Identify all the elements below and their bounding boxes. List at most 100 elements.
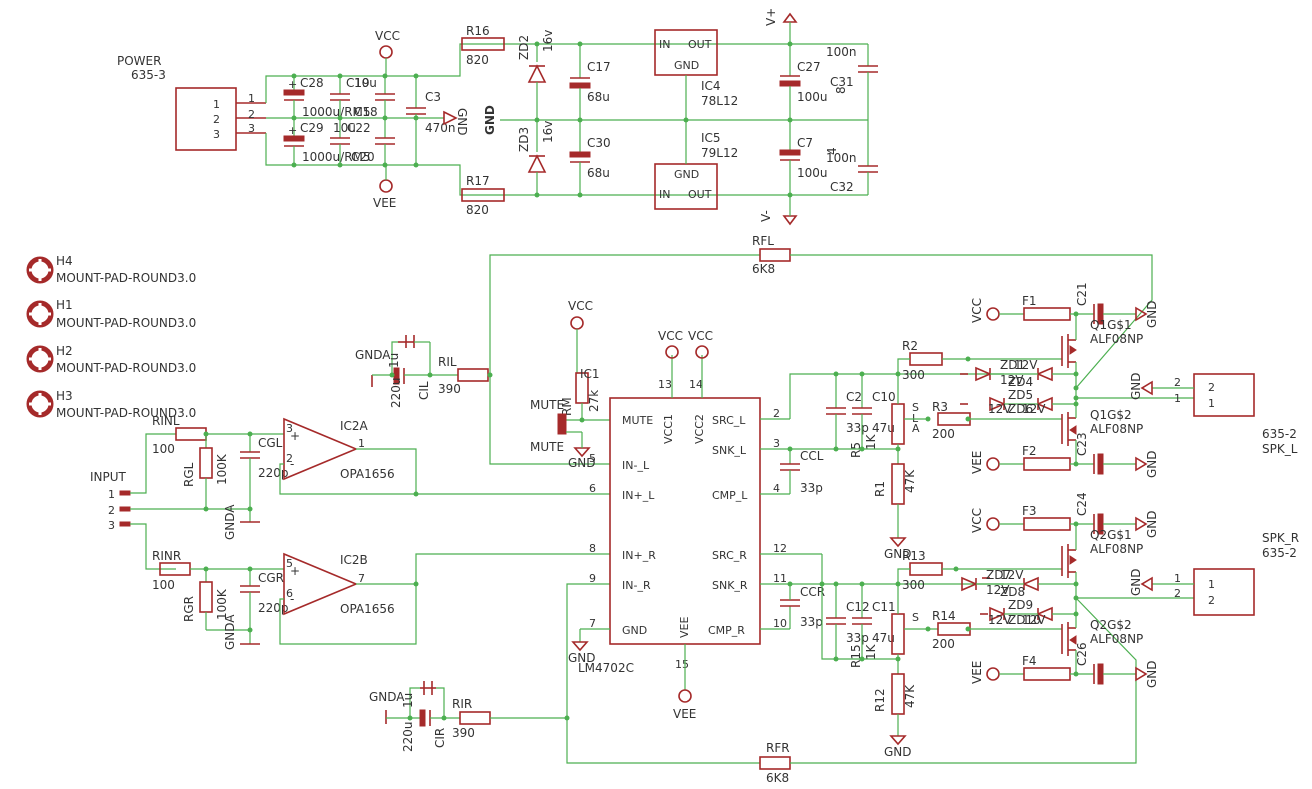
ic4-ref: IC4 — [701, 79, 721, 93]
c27-capacitor[interactable] — [779, 44, 801, 120]
mount-pad-h2[interactable] — [26, 345, 54, 373]
vcc1-test-point[interactable] — [665, 345, 679, 359]
c28-ref: C28 — [300, 76, 324, 90]
c29-capacitor[interactable]: + — [283, 118, 305, 165]
rinl-resistor[interactable] — [175, 427, 207, 441]
q2g1-mosfet[interactable] — [1061, 544, 1077, 578]
rfr-value: 6K8 — [766, 771, 789, 785]
gnd-label-r1: GND — [884, 547, 912, 561]
mount-pad-h4[interactable] — [26, 256, 54, 284]
c26-capacitor[interactable] — [1097, 663, 1104, 685]
zd4-ref: ZD4 — [1008, 375, 1033, 389]
vee-label-top: VEE — [373, 196, 396, 210]
vcc-test-point-mute[interactable] — [570, 316, 584, 330]
zd1-ref: ZD1 — [1000, 358, 1025, 372]
q1g2-ref: Q1G$2 — [1090, 408, 1132, 422]
vcc-test-point-f1[interactable] — [986, 307, 1000, 321]
q1g2-mosfet[interactable] — [1061, 412, 1077, 446]
f2-fuse[interactable] — [1023, 457, 1071, 471]
vee-test-point-f4[interactable] — [986, 667, 1000, 681]
c30-capacitor[interactable] — [569, 120, 591, 195]
cgr-value: 220p — [258, 601, 289, 615]
ic5-pin-in: IN — [659, 188, 670, 201]
r14-resistor[interactable] — [937, 622, 971, 636]
r17-resistor[interactable] — [461, 188, 505, 202]
zd8-zener[interactable] — [1021, 576, 1039, 592]
ic2a-opamp[interactable]: + - — [283, 417, 359, 481]
ic1-pinnum-14: 14 — [689, 378, 703, 391]
rgl-ref: RGL — [182, 462, 196, 487]
spk-l-pinnum-a: 2 — [1174, 376, 1181, 389]
gnd-label-c26: GND — [1145, 660, 1159, 688]
c3-value: 470n — [425, 121, 456, 135]
f4-ref: F4 — [1022, 654, 1037, 668]
f4-fuse[interactable] — [1023, 667, 1071, 681]
gnda-label-l: GNDA — [223, 504, 237, 540]
spk-l-part: 635-2 — [1262, 427, 1297, 441]
zd4-zener[interactable] — [1035, 366, 1053, 382]
q2g2-mosfet[interactable] — [1061, 622, 1077, 656]
vee-test-point-f2[interactable] — [986, 457, 1000, 471]
output-left: CCL 33p C2 33p C10 47u R5 1K L A S R1 47… — [780, 282, 1298, 561]
vcc-test-point-f3[interactable] — [986, 517, 1000, 531]
rir-resistor[interactable] — [459, 711, 491, 725]
spk-r-connector[interactable] — [1193, 568, 1255, 616]
input-pin-3-pad[interactable] — [119, 521, 131, 527]
ic2a-value: OPA1656 — [340, 467, 395, 481]
gnd-symbol-spk-l — [1140, 380, 1153, 396]
q1g1-value: ALF08NP — [1090, 332, 1143, 346]
c7-ref: C7 — [797, 136, 813, 150]
vee-test-point[interactable] — [379, 179, 393, 193]
rfl-resistor[interactable] — [759, 248, 791, 262]
rgr-resistor[interactable] — [199, 581, 213, 613]
spk-l-ref: SPK_L — [1262, 442, 1298, 456]
mute-label-1: MUTE — [530, 398, 564, 412]
power-connector[interactable] — [175, 87, 237, 151]
q1g1-mosfet[interactable] — [1061, 334, 1077, 368]
f3-fuse[interactable] — [1023, 517, 1071, 531]
f1-fuse[interactable] — [1023, 307, 1071, 321]
r3-resistor[interactable] — [937, 412, 971, 426]
ril-resistor[interactable] — [457, 368, 489, 382]
ic2b-opamp[interactable]: + - — [283, 552, 359, 616]
c3-capacitor[interactable] — [406, 76, 426, 165]
zd2-zener[interactable] — [527, 44, 547, 120]
ril-value: 390 — [438, 382, 461, 396]
vcc-test-point[interactable] — [379, 45, 393, 59]
c20-value: 10u — [333, 121, 356, 135]
vcc2-test-point[interactable] — [695, 345, 709, 359]
c31-ref: C31 — [830, 75, 854, 89]
vee-test-point-ic1[interactable] — [678, 689, 692, 703]
mount-pad-h3[interactable] — [26, 390, 54, 418]
c23-capacitor[interactable] — [1097, 453, 1104, 475]
spk-l-connector[interactable] — [1193, 373, 1255, 417]
ic1-pinnum-8: 8 — [589, 542, 596, 555]
ic1-body[interactable] — [609, 397, 761, 645]
r13-resistor[interactable] — [909, 562, 943, 576]
zd9-value: 12V — [988, 613, 1012, 627]
rfr-resistor[interactable] — [759, 756, 791, 770]
h4-ref: H4 — [56, 254, 73, 268]
r2-resistor[interactable] — [909, 352, 943, 366]
c17-capacitor[interactable] — [569, 44, 591, 120]
c22-ref: C22 — [347, 121, 371, 135]
input-pin-1-pad[interactable] — [119, 490, 131, 496]
c32-capacitor[interactable] — [858, 120, 878, 195]
ic1-pinnum-5: 5 — [589, 452, 596, 465]
rgl-resistor[interactable] — [199, 447, 213, 479]
c29-value: 1000u/RM5 — [302, 150, 371, 164]
ic1-pinnum-11: 11 — [773, 572, 787, 585]
r16-resistor[interactable] — [461, 37, 505, 51]
power-pinnum-3: 3 — [248, 122, 255, 135]
cir-capacitor[interactable] — [419, 709, 426, 727]
zd3-zener[interactable] — [527, 120, 547, 195]
ic2b-pin-7: 7 — [358, 572, 365, 585]
c7-capacitor[interactable] — [779, 120, 801, 195]
mute-switch[interactable] — [557, 413, 567, 435]
mount-pad-h1[interactable] — [26, 300, 54, 328]
c21-ref: C21 — [1075, 282, 1089, 306]
c12-ref: C12 — [846, 600, 870, 614]
input-pin-2-pad[interactable] — [119, 506, 131, 512]
vcc-label-top: VCC — [375, 29, 400, 43]
c31-capacitor[interactable] — [858, 44, 878, 120]
